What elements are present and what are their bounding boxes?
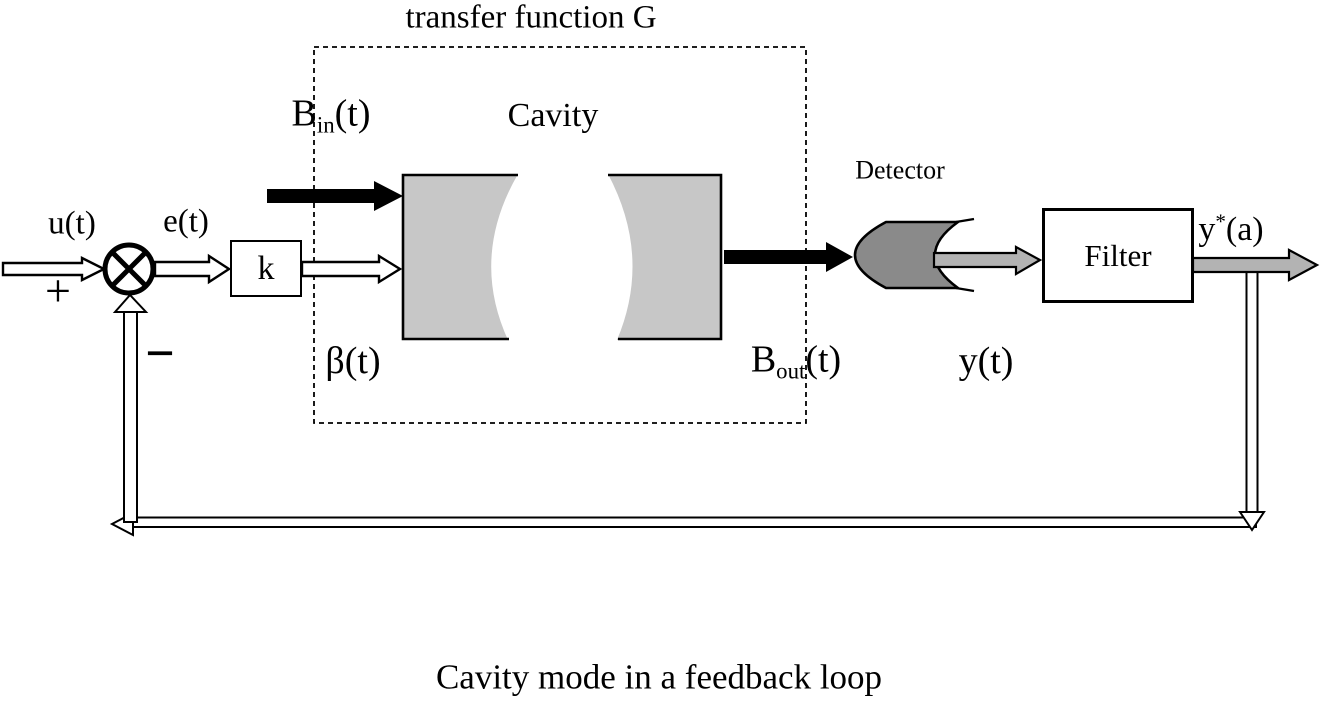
feedback-down-arrowhead-icon: [1238, 511, 1266, 532]
minus-sign-label: −: [145, 325, 175, 383]
input-signal-label: u(t): [48, 205, 96, 242]
cavity-left-mirror: [402, 174, 518, 340]
input-arrow-icon: [1, 256, 107, 282]
beta-label: β(t): [325, 340, 381, 383]
detector-label: Detector: [855, 155, 945, 185]
transfer-function-dashed-box: [313, 46, 807, 424]
figure-caption: Cavity mode in a feedback loop: [435, 657, 883, 697]
detector-shape: [853, 220, 960, 290]
gain-block-label: k: [257, 249, 275, 287]
feedback-right-vertical-line: [1245, 270, 1259, 514]
feedback-left-vertical-line: [123, 309, 138, 523]
beam-out-sub: out: [776, 358, 806, 384]
output-signal-base: y: [1198, 210, 1216, 248]
beam-in-sub: in: [316, 112, 335, 138]
beam-out-rest: (t): [805, 338, 842, 381]
error-signal-label: e(t): [163, 203, 209, 240]
beam-in-arrow-icon: [267, 181, 403, 211]
summing-junction-x-line2: [110, 250, 148, 288]
cavity-right-mirror: [608, 174, 722, 340]
feedback-horizontal-line: [129, 516, 1257, 528]
diagram-title: transfer function G: [405, 0, 657, 36]
beam-out-arrow-icon: [724, 242, 853, 272]
detector-top-stub: [955, 217, 975, 224]
beam-in-label: Bin(t): [291, 92, 371, 138]
output-signal-label: y*(a): [1198, 210, 1263, 247]
beam-in-rest: (t): [334, 92, 371, 135]
gain-block: k: [230, 240, 302, 297]
beam-out-base: B: [750, 338, 777, 381]
error-arrow-icon: [153, 253, 232, 285]
plus-sign-label: +: [45, 264, 71, 316]
filter-output-arrow-icon: [1191, 248, 1320, 282]
detector-output-label: y(t): [958, 340, 1014, 383]
detector-bottom-stub: [955, 286, 975, 293]
beta-arrow-icon: [300, 253, 403, 285]
cavity-right-mirror-edge: [608, 173, 723, 341]
detector-output-arrow-icon: [932, 245, 1043, 276]
output-signal-rest: (a): [1225, 210, 1264, 248]
filter-block: Filter: [1042, 208, 1194, 303]
cavity-label: Cavity: [507, 97, 599, 135]
beam-in-base: B: [291, 92, 317, 135]
feedback-up-arrowhead-icon: [112, 293, 149, 313]
cavity-left-mirror-edge: [401, 173, 518, 341]
output-signal-sup: *: [1215, 209, 1226, 234]
beam-out-label: Bout(t): [750, 338, 842, 384]
filter-block-label: Filter: [1084, 237, 1152, 273]
